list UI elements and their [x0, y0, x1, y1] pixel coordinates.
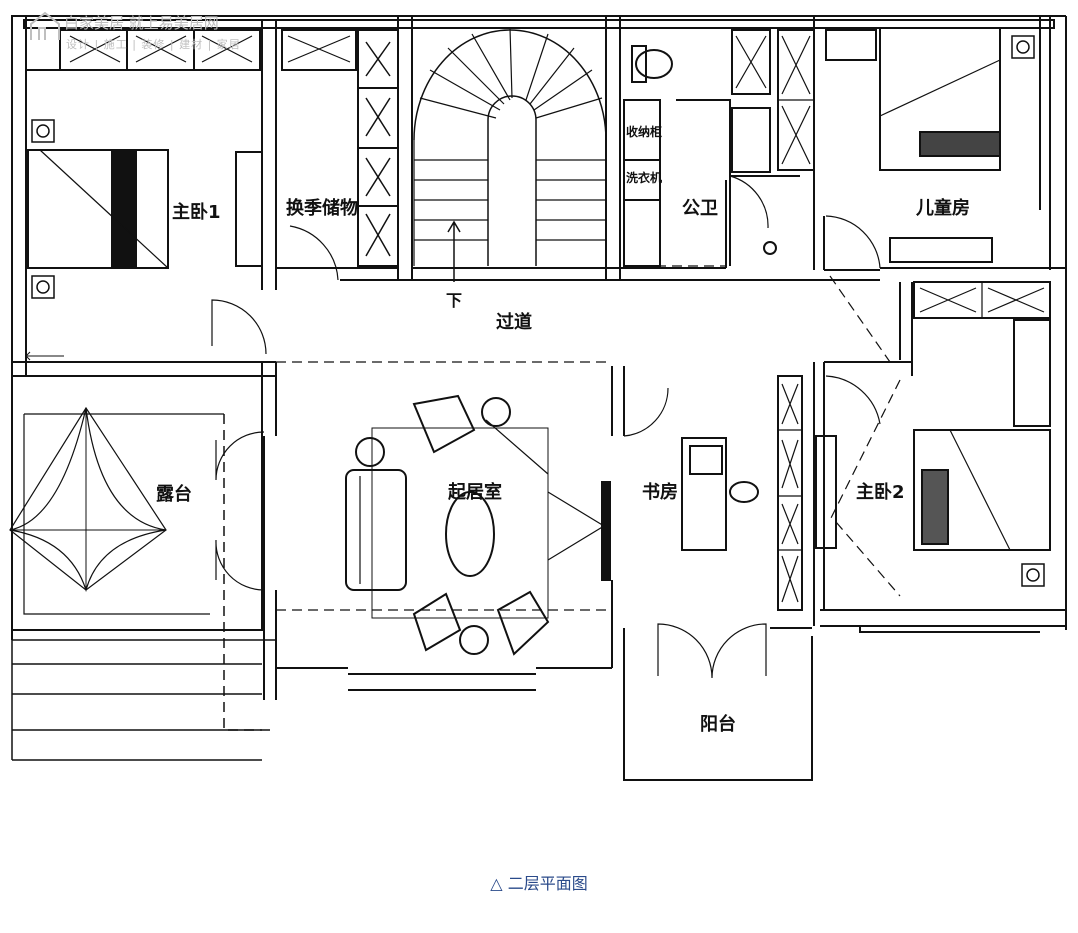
bed-master2	[913, 429, 1051, 551]
room-label-kids: 儿童房	[915, 197, 970, 219]
room-label-balcony: 阳台	[700, 713, 736, 735]
house-logo-icon	[30, 11, 60, 40]
outer-wall-top	[23, 19, 1055, 29]
plan-caption: △ 二层平面图	[490, 874, 588, 893]
stair-wall-left	[397, 15, 413, 281]
label-cabinet: 收纳柜	[626, 124, 662, 139]
master1-wall	[26, 20, 277, 290]
room-label-master1: 主卧1	[172, 201, 221, 223]
room-label-study: 书房	[642, 481, 678, 503]
label-washer: 洗衣机	[626, 170, 662, 185]
wardrobe-top	[59, 29, 261, 71]
room-label-living: 起居室	[447, 481, 502, 503]
watermark: 白家美居 就上易美居网 设计 | 施工 | 装修 | 建材 | 家居	[28, 10, 240, 51]
left-wall	[11, 15, 27, 377]
room-label-master2: 主卧2	[856, 481, 905, 503]
lamp-icon	[31, 119, 55, 143]
bed-master1	[27, 149, 169, 269]
room-label-bathroom: 公卫	[682, 198, 718, 219]
watermark-line1: 白家美居 就上易美居网	[64, 14, 219, 32]
bed-kids	[879, 27, 1001, 171]
outer-wall	[11, 15, 1067, 640]
room-label-terrace: 露台	[156, 483, 192, 505]
stair-down-label: 下	[446, 291, 462, 310]
watermark-line2: 设计 | 施工 | 装修 | 建材 | 家居	[66, 38, 241, 51]
room-label-storage: 换季储物	[286, 197, 358, 219]
stair-wall-right	[605, 15, 621, 281]
room-label-corridor: 过道	[496, 311, 532, 333]
